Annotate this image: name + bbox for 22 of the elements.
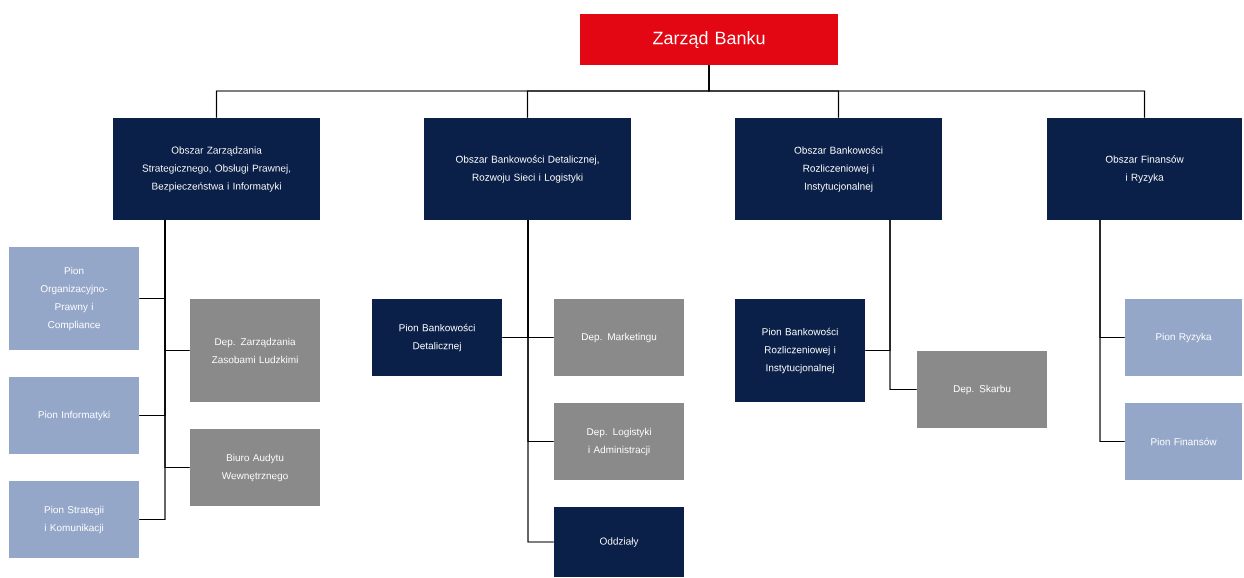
connector-line [527, 219, 555, 543]
title-box: Zarząd Banku [580, 14, 838, 65]
division-box: Obszar Finansów i Ryzyka [1047, 118, 1242, 220]
connector-line [708, 64, 1146, 119]
unit-box: Pion Organizacyjno-Prawny i Compliance [9, 247, 139, 350]
unit-box: Pion Bankowości Rozliczeniowej i Instytucjonalnej [735, 299, 865, 402]
connector-line [138, 219, 166, 521]
unit-box: Pion Informatyki [9, 377, 139, 454]
unit-box: Dep. Skarbu [917, 351, 1047, 428]
unit-box: Oddziały [554, 507, 684, 577]
division-box: Obszar Bankowości Rozliczeniowej i Instytucjonalnej [735, 118, 942, 220]
unit-box: Pion Bankowości Detalicznej [372, 299, 502, 376]
connector-line [889, 219, 918, 391]
unit-box: Dep. Marketingu [554, 299, 684, 376]
unit-box: Pion Ryzyka [1125, 299, 1242, 376]
connector-line [1099, 219, 1126, 443]
division-box: Obszar Bankowości Detalicznej, Rozwoju Sieci i Logistyki [424, 118, 631, 220]
division-box: Obszar Zarządzania Strategicznego, Obsługi Prawnej, Bezpieczeństwa i Informatyki [113, 118, 320, 220]
unit-box: Pion Finansów [1125, 403, 1242, 480]
unit-box: Biuro Audytu Wewnętrznego [190, 429, 320, 506]
unit-box: Pion Strategii i Komunikacji [9, 481, 139, 558]
unit-box: Dep. Zarządzania Zasobami Ludzkimi [190, 299, 320, 402]
